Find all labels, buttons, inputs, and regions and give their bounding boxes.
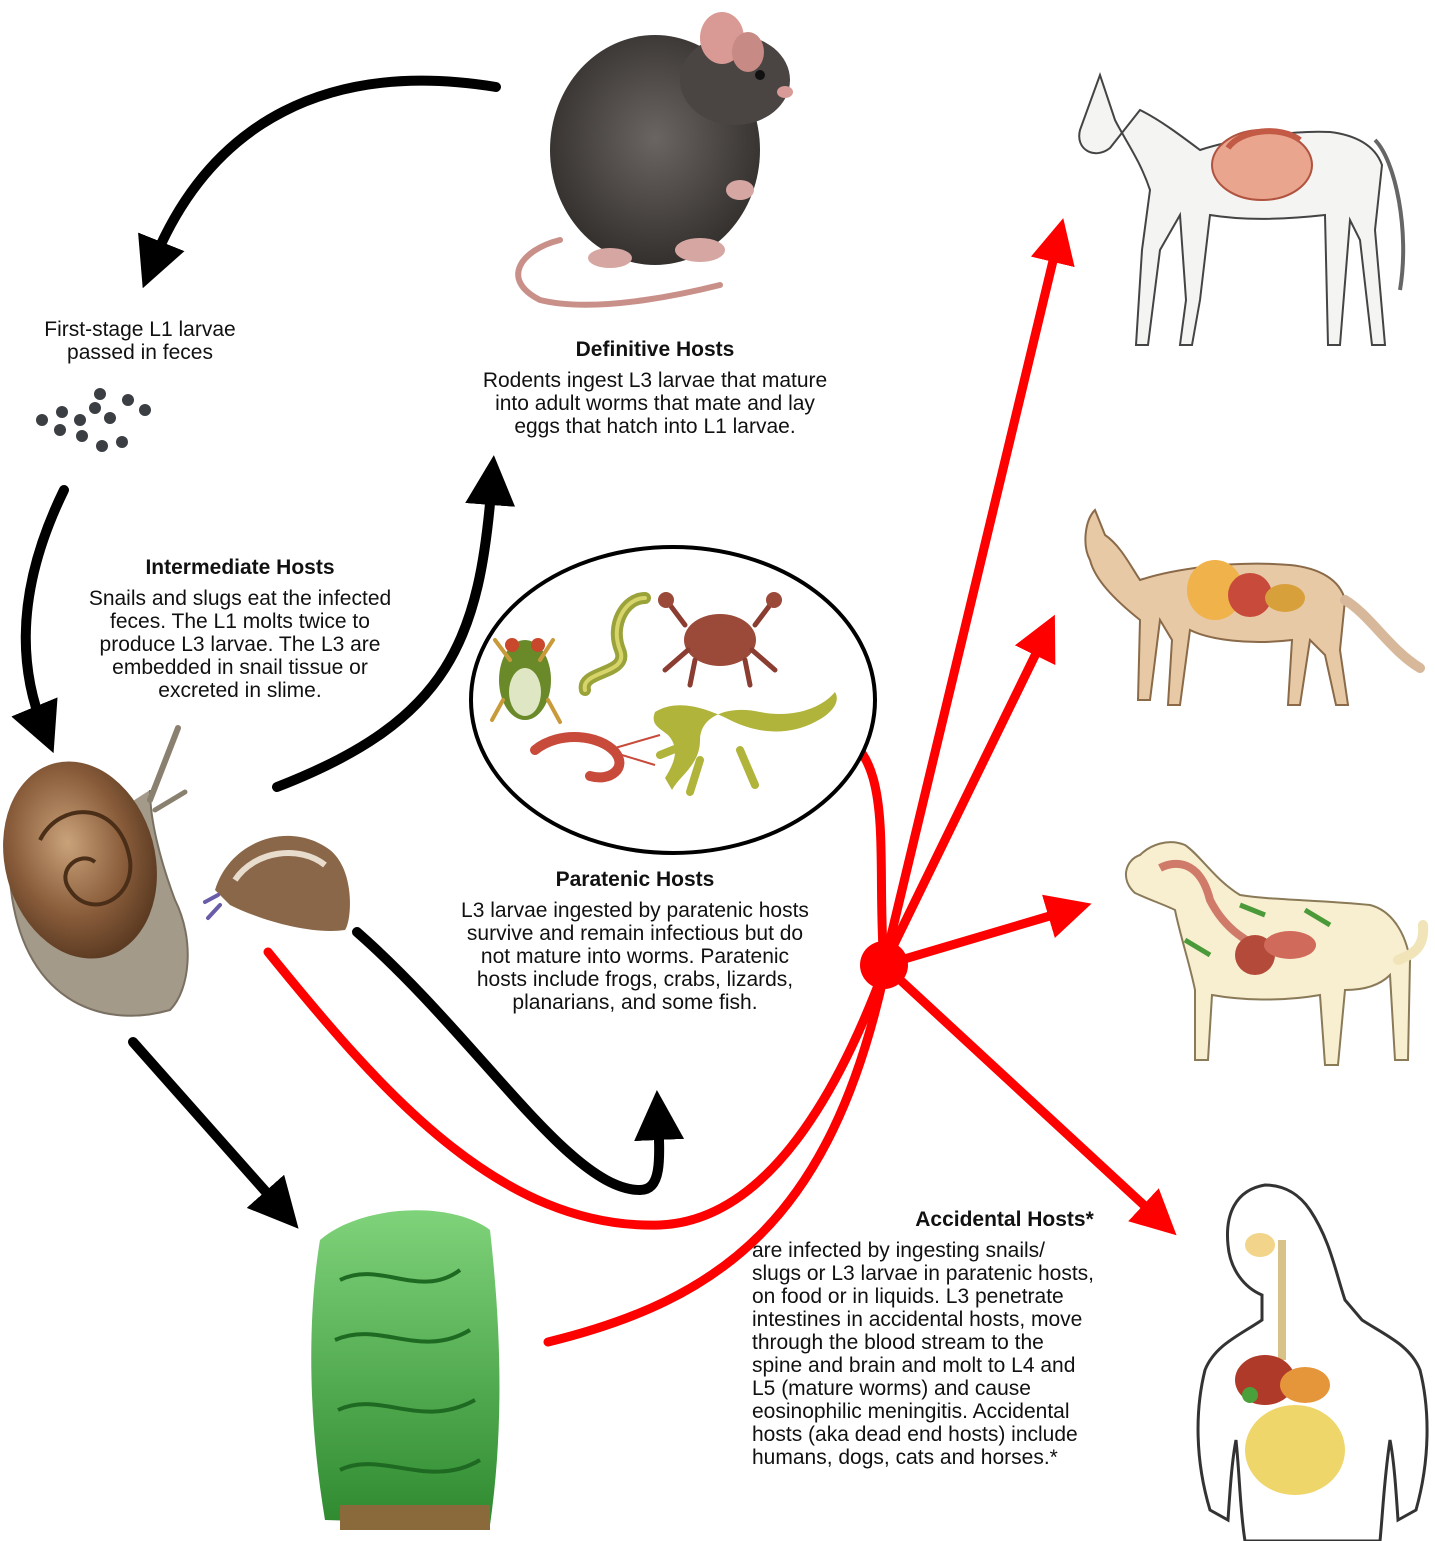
- lettuce-icon: [311, 1210, 499, 1530]
- arrow-rat-to-larvae: [152, 81, 496, 265]
- cat-icon: [1085, 510, 1420, 705]
- paratenic-hosts-block: Paratenic Hosts L3 larvae ingested by pa…: [415, 868, 855, 1014]
- paratenic-hosts-title: Paratenic Hosts: [415, 868, 855, 891]
- slug-icon: [205, 836, 350, 931]
- definitive-hosts-block: Definitive Hosts Rodents ingest L3 larva…: [405, 338, 905, 438]
- arrow-hub-to-cat: [884, 635, 1045, 965]
- arrow-hub-to-horse: [884, 240, 1058, 965]
- arrow-hub-to-human: [884, 965, 1160, 1220]
- intermediate-hosts-body: Snails and slugs eat the infected feces.…: [50, 587, 430, 702]
- dog-icon: [1126, 842, 1423, 1065]
- arrow-snail-to-lettuce: [133, 1042, 282, 1210]
- l1-larvae-label: First-stage L1 larvae passed in feces: [10, 318, 270, 364]
- horse-icon: [1079, 75, 1403, 345]
- intermediate-hosts-title: Intermediate Hosts: [50, 556, 430, 579]
- accidental-hosts-title: Accidental Hosts*: [752, 1208, 1182, 1231]
- hub-dot: [860, 941, 908, 989]
- definitive-hosts-body: Rodents ingest L3 larvae that mature int…: [405, 369, 905, 438]
- intermediate-hosts-block: Intermediate Hosts Snails and slugs eat …: [50, 556, 430, 702]
- paratenic-hosts-icon: [471, 547, 875, 853]
- arrow-hub-to-dog: [884, 910, 1070, 965]
- snail-icon: [0, 728, 188, 1016]
- accidental-hosts-block: Accidental Hosts* are infected by ingest…: [752, 1208, 1182, 1469]
- definitive-hosts-title: Definitive Hosts: [405, 338, 905, 361]
- accidental-hosts-body: are infected by ingesting snails/ slugs …: [752, 1239, 1182, 1469]
- rat-icon: [518, 12, 793, 305]
- human-icon: [1198, 1185, 1427, 1541]
- larvae-dots-icon: [36, 388, 151, 452]
- paratenic-hosts-body: L3 larvae ingested by paratenic hosts su…: [415, 899, 855, 1014]
